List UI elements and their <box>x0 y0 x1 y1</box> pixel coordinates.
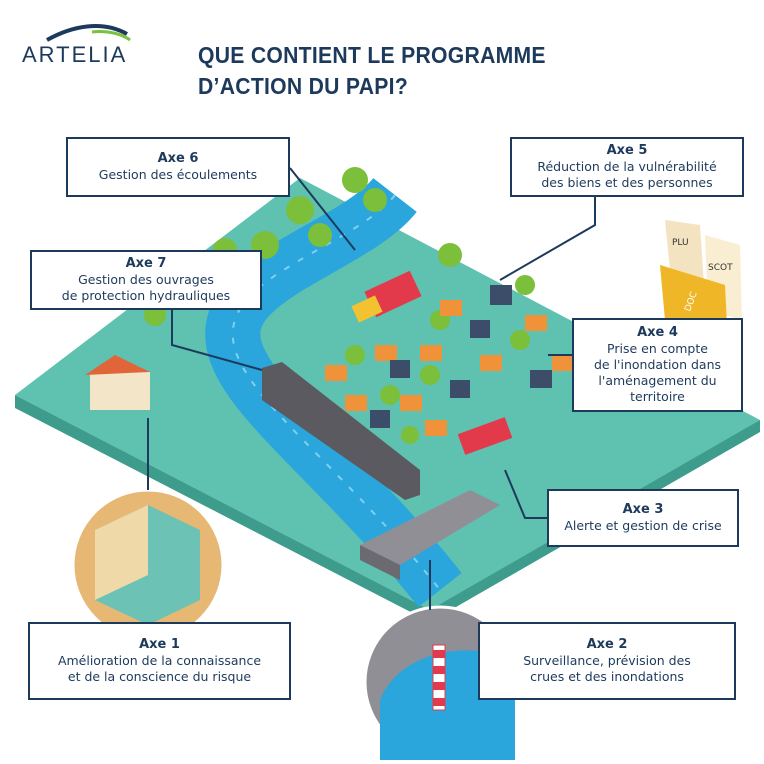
school-building <box>90 372 150 410</box>
logo-arc-icon <box>46 24 131 42</box>
axe5-text-2: des biens et des personnes <box>541 175 713 190</box>
axe5-text-1: Réduction de la vulnérabilité <box>537 159 717 174</box>
houses <box>325 285 572 436</box>
ground-edge <box>15 395 430 622</box>
fire-truck <box>457 417 513 455</box>
axe7-text-2: de protection hydrauliques <box>61 288 231 303</box>
axe2-text-2: crues et des inondations <box>530 669 684 684</box>
axe7-text-1: Gestion des ouvrages <box>78 272 214 287</box>
axe3-box: Axe 3 Alerte et gestion de crise <box>547 489 739 547</box>
axe6-box: Axe 6 Gestion des écoulements <box>66 137 290 197</box>
axe4-text-1: Prise en compte <box>607 341 708 356</box>
axe2-text-1: Surveillance, prévision des <box>523 653 691 668</box>
axe5-box: Axe 5 Réduction de la vulnérabilité des … <box>510 137 744 197</box>
axe4-title: Axe 4 <box>637 325 678 340</box>
axe7-title: Axe 7 <box>125 256 167 271</box>
axe4-text-3: l'aménagement du <box>598 373 717 388</box>
axe2-title: Axe 2 <box>586 637 628 652</box>
folder-label-scot: SCOT <box>708 263 733 273</box>
axe4-box: Axe 4 Prise en compte de l'inondation da… <box>572 318 743 412</box>
axe1-text-2: et de la conscience du risque <box>67 669 252 684</box>
axe7-box: Axe 7 Gestion des ouvrages de protection… <box>30 250 262 310</box>
connector-lines <box>147 167 596 610</box>
axe5-title: Axe 5 <box>606 143 648 158</box>
axe6-title: Axe 6 <box>157 151 199 166</box>
axe1-text-1: Amélioration de la connaissance <box>57 653 262 668</box>
folder-label-plu: PLU <box>672 238 689 248</box>
axe6-text: Gestion des écoulements <box>98 167 258 182</box>
page-title: QUE CONTIENT LE PROGRAMME D’ACTION DU PA… <box>198 40 546 102</box>
water-gauge <box>432 644 446 711</box>
axe3-text: Alerte et gestion de crise <box>564 518 722 533</box>
axe3-title: Axe 3 <box>622 502 664 517</box>
axe1-box: Axe 1 Amélioration de la connaissance et… <box>28 622 291 700</box>
axe2-box: Axe 2 Surveillance, prévision des crues … <box>478 622 736 700</box>
title-line-1: QUE CONTIENT LE PROGRAMME <box>198 42 546 68</box>
axe4-text-4: territoire <box>630 389 685 404</box>
dike-wall <box>262 362 420 500</box>
bridge <box>360 490 500 565</box>
brand-name: ARTELIA <box>22 42 128 67</box>
axe1-title: Axe 1 <box>139 637 180 652</box>
axe4-text-2: de l'inondation dans <box>593 357 721 372</box>
title-line-2: D’ACTION DU PAPI? <box>198 73 409 99</box>
artelia-logo: ARTELIA <box>22 22 162 72</box>
